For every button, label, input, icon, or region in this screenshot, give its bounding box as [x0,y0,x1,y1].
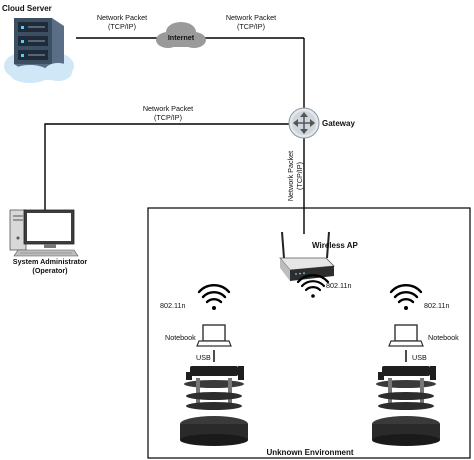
wifi-signal-icon [197,284,231,310]
link-label-gateway-ap: Network Packet (TCP/IP) [286,151,304,201]
turtlebot-icon [372,366,440,446]
robot-left: 802.11n Notebook USB [160,284,248,446]
wireless-router-icon [279,231,335,281]
link-label-line2: (TCP/IP) [295,162,304,190]
notebook-icon [388,324,424,347]
desktop-computer-icon [9,209,79,257]
internet-label: Internet [168,33,195,42]
link-label-line1: Network Packet [226,13,276,22]
cloud-server-label: Cloud Server [2,4,52,13]
robot-right-notebook-label: Notebook [428,333,459,342]
link-label-admin-gateway: Network Packet (TCP/IP) [143,104,193,122]
environment-boundary [147,207,471,459]
link-label-line1: Network Packet [97,13,147,22]
turtlebot-icon [180,366,248,446]
link-label-line2: (TCP/IP) [237,22,265,31]
internet-cloud: Internet [156,22,206,48]
wireless-ap-band-label: 802.11n [326,281,351,290]
environment-label: Unknown Environment [266,448,353,457]
link-label-line2: (TCP/IP) [154,113,182,122]
wifi-signal-icon [296,274,330,298]
notebook-icon [196,324,232,347]
wifi-signal-icon [389,284,423,310]
link-label-internet-gateway: Network Packet (TCP/IP) [226,13,276,31]
robot-left-usb-label: USB [196,353,211,362]
link-label-server-internet: Network Packet (TCP/IP) [97,13,147,31]
cloud-server: Cloud Server [2,4,74,83]
admin-label-line1: System Administrator [13,257,88,266]
gateway-node: Gateway [288,107,355,139]
link-label-line1: Network Packet [143,104,193,113]
wireless-ap-node: Wireless AP 802.11n [279,231,359,298]
robot-left-notebook-label: Notebook [165,333,196,342]
robot-right: 802.11n Notebook USB [372,284,459,446]
admin-node: System Administrator (Operator) [9,209,88,275]
gateway-label: Gateway [322,119,355,128]
connection-lines [44,37,407,362]
server-cloud-icon [4,18,74,83]
cloud-icon [156,22,206,48]
robot-right-usb-label: USB [412,353,427,362]
wireless-ap-label: Wireless AP [312,241,359,250]
robot-right-band-label: 802.11n [424,301,449,310]
link-label-line1: Network Packet [286,151,295,201]
admin-label-line2: (Operator) [32,266,68,275]
robot-left-band-label: 802.11n [160,301,185,310]
link-label-line2: (TCP/IP) [108,22,136,31]
router-icon [288,107,320,139]
link-admin-gateway [44,123,290,214]
